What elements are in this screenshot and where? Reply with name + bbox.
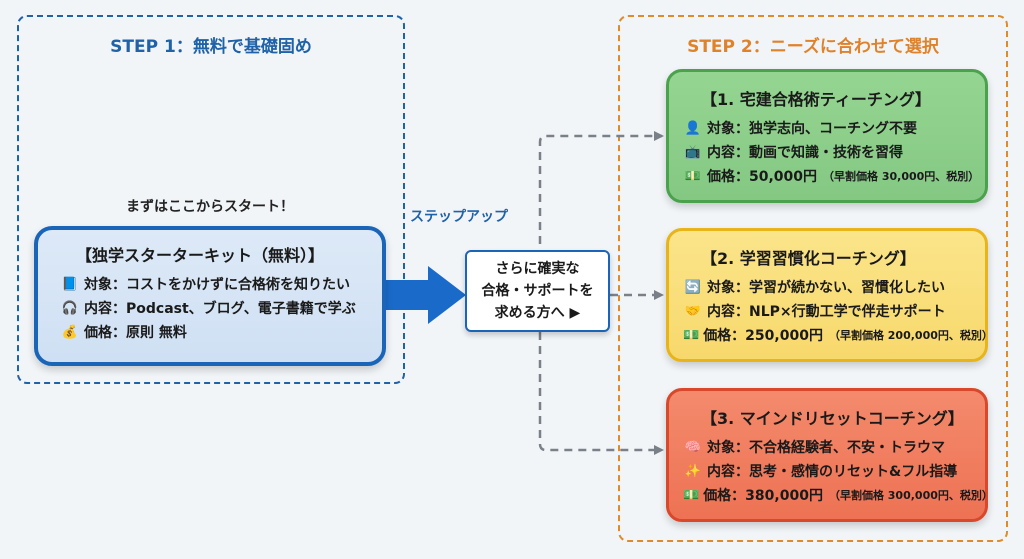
starter-row-target: 📘 対象：コストをかけずに合格術を知りたい: [61, 276, 350, 294]
starter-kit-card: 【独学スターターキット（無料）】 📘 対象：コストをかけずに合格術を知りたい 🎧…: [34, 226, 386, 366]
handshake-icon: 🤝: [684, 303, 702, 319]
option-row-content: 📺 内容：動画で知識・技術を習得: [684, 144, 903, 162]
banknote-icon: 💵: [683, 487, 700, 503]
option-row-price: 💵 価格：50,000円 （早割価格 30,000円、税別）: [684, 168, 980, 186]
option-card-teaching: 【1. 宅建合格術ティーチング】 👤 対象：独学志向、コーチング不要 📺 内容：…: [666, 69, 988, 203]
option-row-content: ✨ 内容：思考・感情のリセット&フル指導: [684, 463, 958, 481]
big-arrow-icon: [384, 266, 466, 324]
prompt-line: 合格・サポートを: [481, 283, 594, 299]
starter-row-content: 🎧 内容：Podcast、ブログ、電子書籍で学ぶ: [61, 300, 356, 318]
headphones-icon: 🎧: [61, 300, 79, 316]
step1-panel: [17, 15, 405, 384]
starter-row-price: 💰 価格：原則 無料: [61, 324, 187, 342]
step2-panel: [618, 15, 1008, 542]
step-up-label: ステップアップ: [410, 209, 508, 225]
early-bird-note: （早割価格 200,000円、税別）: [828, 329, 993, 342]
option-card-habit-coaching: 【2. 学習習慣化コーチング】 🔄 対象：学習が続かない、習慣化したい 🤝 内容…: [666, 228, 993, 362]
book-icon: 📘: [61, 276, 79, 292]
option-row-price: 💵 価格：250,000円 （早割価格 200,000円、税別）: [683, 327, 993, 345]
prompt-line: さらに確実な: [495, 261, 580, 277]
prompt-line: 求める方へ ▶: [494, 305, 581, 321]
tv-icon: 📺: [684, 144, 702, 160]
option-row-target: 🔄 対象：学習が続かない、習慣化したい: [684, 279, 945, 297]
connector-to-option-3: [538, 332, 664, 455]
step1-title: STEP 1：無料で基礎固め: [110, 37, 312, 57]
option-row-target: 👤 対象：独学志向、コーチング不要: [684, 120, 917, 138]
option-title: 【1. 宅建合格術ティーチング】: [701, 90, 931, 109]
option-row-target: 🧠 対象：不合格経験者、不安・トラウマ: [684, 439, 945, 457]
connector-to-option-1: [538, 131, 664, 300]
early-bird-note: （早割価格 300,000円、税別）: [828, 489, 993, 502]
step2-title: STEP 2：ニーズに合わせて選択: [687, 37, 939, 57]
option-row-content: 🤝 内容：NLP×行動工学で伴走サポート: [684, 303, 946, 321]
step-up-prompt-box: さらに確実な 合格・サポートを 求める方へ ▶: [465, 250, 610, 332]
cycle-icon: 🔄: [684, 279, 702, 295]
starter-kit-title: 【独学スターターキット（無料）】: [76, 246, 325, 265]
early-bird-note: （早割価格 30,000円、税別）: [823, 170, 980, 183]
money-bag-icon: 💰: [61, 324, 79, 340]
sparkles-icon: ✨: [684, 463, 702, 479]
brain-icon: 🧠: [684, 439, 702, 455]
banknote-icon: 💵: [684, 168, 702, 184]
option-title: 【3. マインドリセットコーチング】: [701, 409, 964, 428]
person-icon: 👤: [684, 120, 702, 136]
option-card-mind-reset: 【3. マインドリセットコーチング】 🧠 対象：不合格経験者、不安・トラウマ ✨…: [666, 388, 993, 522]
option-row-price: 💵 価格：380,000円 （早割価格 300,000円、税別）: [683, 487, 993, 505]
start-note: まずはここからスタート！: [126, 199, 294, 215]
banknote-icon: 💵: [683, 327, 700, 343]
option-title: 【2. 学習習慣化コーチング】: [701, 249, 916, 268]
